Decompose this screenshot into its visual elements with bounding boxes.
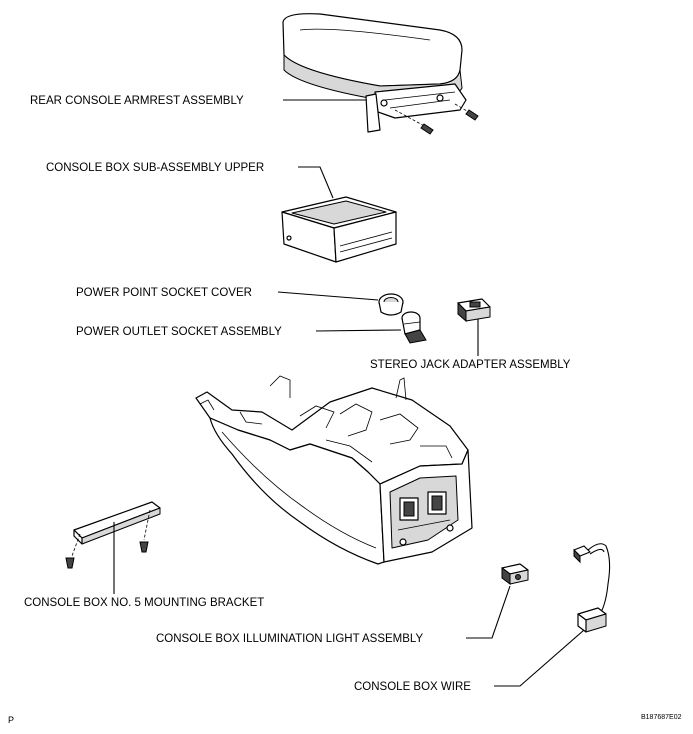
console-body-part: [195, 375, 473, 565]
armrest-part: [282, 13, 479, 135]
stereo-jack-part: [457, 298, 491, 323]
leader-wire: [494, 629, 585, 687]
console-box-wire-part: [573, 543, 611, 633]
leader-socket-cover: [277, 291, 379, 301]
illumination-light-part: [501, 563, 529, 585]
figure-code: B187687E02: [641, 714, 682, 721]
label-stereo-jack: STEREO JACK ADAPTER ASSEMBLY: [370, 359, 571, 371]
label-armrest: REAR CONSOLE ARMREST ASSEMBLY: [30, 95, 244, 107]
socket-cover-part: [378, 293, 404, 316]
label-bracket: CONSOLE BOX NO. 5 MOUNTING BRACKET: [24, 597, 264, 609]
leader-box-upper: [298, 166, 334, 199]
console-box-upper-part: [281, 196, 397, 263]
page-marker: P: [8, 715, 14, 725]
leader-outlet-socket: [315, 329, 402, 332]
label-wire: CONSOLE BOX WIRE: [354, 681, 471, 693]
label-box-upper: CONSOLE BOX SUB-ASSEMBLY UPPER: [46, 162, 264, 174]
outlet-socket-part: [401, 311, 427, 344]
mounting-bracket-part: [65, 501, 161, 569]
leader-illumination: [466, 585, 511, 639]
label-outlet-socket: POWER OUTLET SOCKET ASSEMBLY: [76, 326, 282, 338]
label-socket-cover: POWER POINT SOCKET COVER: [76, 287, 252, 299]
label-illumination: CONSOLE BOX ILLUMINATION LIGHT ASSEMBLY: [156, 633, 423, 645]
